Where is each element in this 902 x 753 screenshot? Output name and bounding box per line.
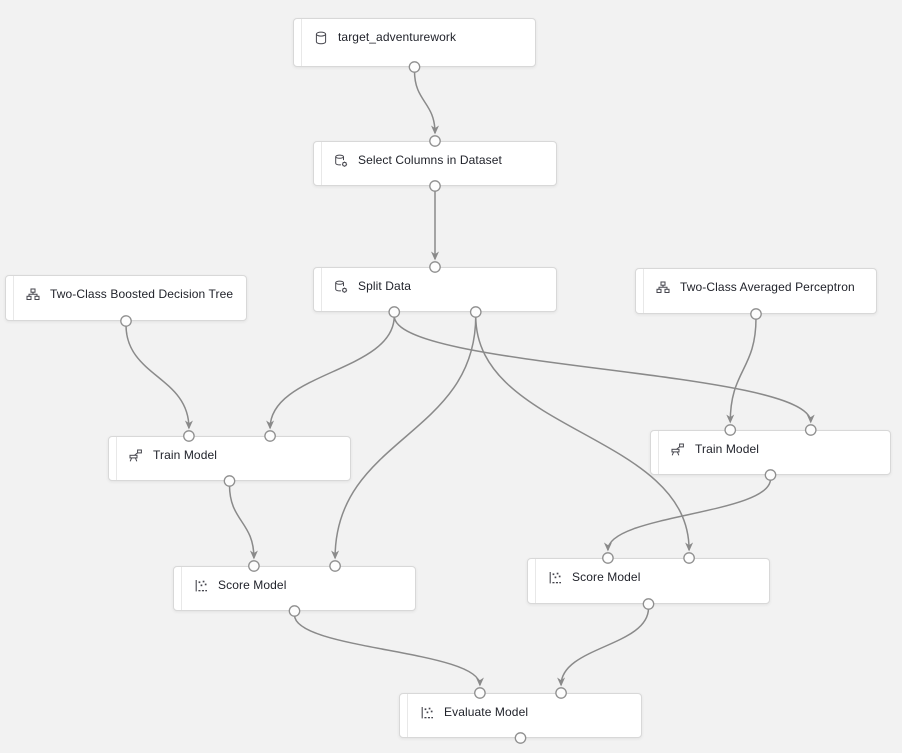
edge[interactable] (125, 324, 193, 430)
output-port[interactable] (514, 732, 527, 744)
database-icon (314, 31, 328, 45)
hierarchy-icon (656, 281, 670, 295)
output-port[interactable] (408, 61, 421, 73)
node-accent-strip (321, 268, 322, 311)
input-port[interactable] (264, 430, 276, 442)
node-score-model-right[interactable]: Score Model (527, 558, 770, 604)
input-port[interactable] (248, 560, 260, 572)
edge[interactable] (293, 614, 484, 687)
node-accent-strip (116, 437, 117, 480)
edge[interactable] (603, 478, 772, 552)
node-label: Train Model (695, 442, 760, 456)
input-port[interactable] (429, 135, 441, 147)
node-label: Two-Class Averaged Perceptron (680, 280, 855, 294)
output-port[interactable] (223, 475, 236, 487)
node-accent-strip (301, 19, 302, 66)
input-port[interactable] (474, 687, 486, 699)
node-label: Select Columns in Dataset (358, 153, 502, 167)
node-label: Split Data (358, 279, 412, 293)
node-accent-strip (407, 694, 408, 737)
input-port[interactable] (183, 430, 195, 442)
output-port[interactable] (750, 308, 762, 320)
node-train-model-right[interactable]: Train Model (650, 430, 891, 475)
edge[interactable] (331, 315, 477, 560)
node-accent-strip (658, 431, 659, 474)
node-boosted-decision-tree[interactable]: Two-Class Boosted Decision Tree (5, 275, 247, 321)
edge[interactable] (228, 484, 258, 560)
node-label: Score Model (572, 570, 641, 584)
edge[interactable] (557, 607, 650, 687)
scatter-plot-icon (420, 706, 434, 720)
edge[interactable] (474, 315, 694, 552)
output-port[interactable] (469, 306, 482, 318)
node-accent-strip (13, 276, 14, 320)
output-port[interactable] (120, 315, 132, 327)
input-port[interactable] (804, 424, 817, 436)
scatter-plot-icon (194, 579, 208, 593)
node-target-adventurework[interactable]: target_adventurework (293, 18, 536, 67)
edge[interactable] (726, 317, 757, 424)
edge[interactable] (413, 70, 439, 135)
node-split-data[interactable]: Split Data (313, 267, 557, 312)
output-port[interactable] (642, 598, 655, 610)
node-accent-strip (535, 559, 536, 603)
node-evaluate-model[interactable]: Evaluate Model (399, 693, 642, 738)
hierarchy-icon (26, 288, 40, 302)
train-model-icon (129, 449, 143, 463)
input-port[interactable] (724, 424, 737, 436)
node-accent-strip (181, 567, 182, 610)
input-port[interactable] (429, 261, 441, 273)
node-score-model-left[interactable]: Score Model (173, 566, 416, 611)
edge[interactable] (266, 315, 396, 430)
scatter-plot-icon (548, 571, 562, 585)
input-port[interactable] (329, 560, 341, 572)
node-averaged-perceptron[interactable]: Two-Class Averaged Perceptron (635, 268, 877, 314)
node-label: Evaluate Model (444, 705, 529, 719)
node-accent-strip (321, 142, 322, 185)
train-model-icon (671, 443, 685, 457)
input-port[interactable] (683, 552, 695, 564)
node-label: Score Model (218, 578, 287, 592)
database-gear-icon (334, 154, 348, 168)
output-port[interactable] (288, 605, 301, 617)
node-label: Two-Class Boosted Decision Tree (50, 287, 234, 301)
output-port[interactable] (429, 180, 441, 192)
output-port[interactable] (764, 469, 777, 481)
node-label: Train Model (153, 448, 218, 462)
node-accent-strip (643, 269, 644, 313)
node-label: target_adventurework (338, 30, 457, 44)
node-train-model-left[interactable]: Train Model (108, 436, 351, 481)
node-select-columns[interactable]: Select Columns in Dataset (313, 141, 557, 186)
input-port[interactable] (555, 687, 567, 699)
database-gear-icon (334, 280, 348, 294)
input-port[interactable] (602, 552, 614, 564)
output-port[interactable] (388, 306, 401, 318)
edge[interactable] (393, 315, 815, 424)
